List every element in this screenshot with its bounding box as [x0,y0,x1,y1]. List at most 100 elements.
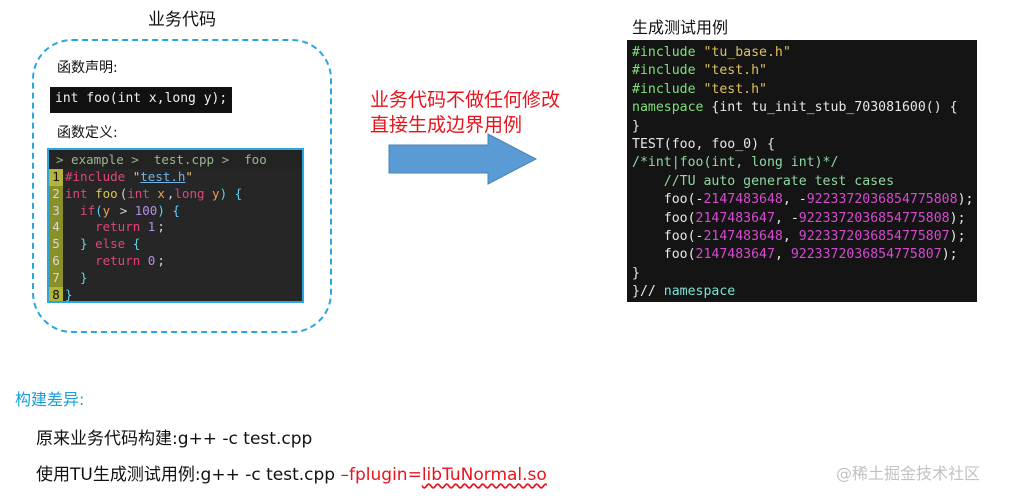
code-token: if [65,202,96,218]
generated-line: /*int|foo(int, long int)*/ [632,154,972,172]
code-token: , - [774,210,799,226]
line-number: 7 [49,269,63,287]
code-token: return [65,252,148,268]
code-token: 9223372036854775808 [798,210,950,226]
editor-line: 4 return 1; [49,219,302,237]
line-number: 2 [49,185,63,203]
decl-code: int foo(int x,long y); [50,87,232,113]
editor-line: 3 if(y > 100) { [49,202,302,220]
code-token: foo [95,185,118,201]
line-number: 1 [49,169,63,186]
line-code: } else { [63,236,140,253]
code-token: } [65,286,73,302]
code-token: namespace [632,100,712,116]
line-code: return 0; [63,253,165,270]
code-token: long [174,185,213,201]
code-token: ) { [219,185,243,201]
line-code: } [63,270,88,287]
line-code: if(y > 100) { [63,203,180,220]
code-token: #include [632,45,704,60]
note-line-2: 直接生成边界用例 [370,114,523,136]
code-token: , [166,185,175,201]
code-token: , [782,228,799,244]
tu-build-command: 使用TU生成测试用例:g++ -c test.cpp –fplugin=libT… [36,460,547,485]
generated-line: } [632,118,972,136]
code-token: "test.h" [703,81,767,97]
business-code-group [32,39,332,333]
code-token: ; [157,252,165,268]
code-token: " [132,169,141,184]
generated-line: foo(-2147483648, 9223372036854775807); [632,228,972,246]
no-change-note: 业务代码不做任何修改 直接生成边界用例 [370,88,590,138]
code-token: #include [632,63,704,79]
code-token: /*int|foo(int, long int)*/ [632,155,839,171]
code-token: foo(- [632,192,704,208]
editor-breadcrumb: > example > test.cpp > foo [49,150,302,169]
code-token: ); [957,192,974,208]
generated-line: #include "test.h" [632,62,972,80]
generated-line: } [632,265,972,283]
code-token: "tu_base.h" [703,45,791,60]
line-code: #include "test.h" [63,169,193,186]
generated-line: #include "test.h" [632,81,972,99]
code-token: { [132,236,141,252]
code-token: return [65,219,148,235]
code-token: #include [632,81,704,97]
code-token: } [65,269,88,285]
right-arrow-icon [388,133,538,185]
code-token: y [212,185,220,201]
line-number: 4 [49,219,63,237]
code-token: TEST(foo, foo_0) { [632,136,775,152]
code-token: 100 [134,202,158,218]
line-code: return 1; [63,219,165,236]
editor-line: 6 return 0; [49,252,302,270]
tu-build-prefix: 使用TU生成测试用例:g++ -c test.cpp [36,465,341,485]
plugin-flag: –fplugin= [340,465,422,485]
code-token: x [157,185,165,201]
code-token: int [65,185,96,201]
code-token: 9223372036854775807 [798,228,950,244]
code-token: ; [157,219,165,235]
generated-tests-title: 生成测试用例 [632,18,729,37]
build-diff-title: 构建差异: [15,390,85,409]
line-code: } [63,286,73,302]
code-token: else [95,236,133,252]
code-editor: > example > test.cpp > foo 1#include "te… [47,148,304,303]
generated-line: #include "tu_base.h" [632,44,972,62]
code-token: > [112,202,135,218]
generated-line: //TU auto generate test cases [632,173,972,191]
code-token: ( [119,185,128,201]
plugin-lib: libTuNormal.so [421,465,547,485]
editor-line: 1#include "test.h" [49,169,302,186]
line-code: int foo(int x,long y) { [63,186,242,203]
code-token: 2147483647 [695,210,775,226]
code-token: namespace [663,284,736,300]
code-token: 0 [147,252,156,268]
code-token: ); [949,228,966,244]
line-number: 3 [49,202,63,220]
business-code-title: 业务代码 [148,10,216,30]
code-token: , - [782,192,807,208]
code-token: , [774,247,791,263]
code-token: foo( [632,247,696,263]
generated-line: foo(-2147483648, -9223372036854775808); [632,191,974,209]
code-token: {int tu_init_stub_703081600() { [711,100,958,116]
original-build-command: 原来业务代码构建:g++ -c test.cpp [36,429,313,449]
editor-line: 5 } else { [49,236,302,253]
def-label: 函数定义: [57,125,118,141]
watermark: @稀土掘金技术社区 [836,464,981,483]
code-token: " [185,169,193,184]
code-token: 9223372036854775807 [790,247,942,263]
code-token: #include [65,169,133,184]
editor-line: 8} [49,286,302,302]
generated-line: foo(2147483647, -9223372036854775808); [632,210,972,228]
decl-label: 函数声明: [57,60,118,76]
generated-line: TEST(foo, foo_0) { [632,136,972,154]
code-token: 2147483648 [703,192,783,208]
code-token: ); [941,247,958,263]
code-token: ( [95,202,103,218]
code-token: 1 [147,219,156,235]
code-token: }// [632,284,664,300]
